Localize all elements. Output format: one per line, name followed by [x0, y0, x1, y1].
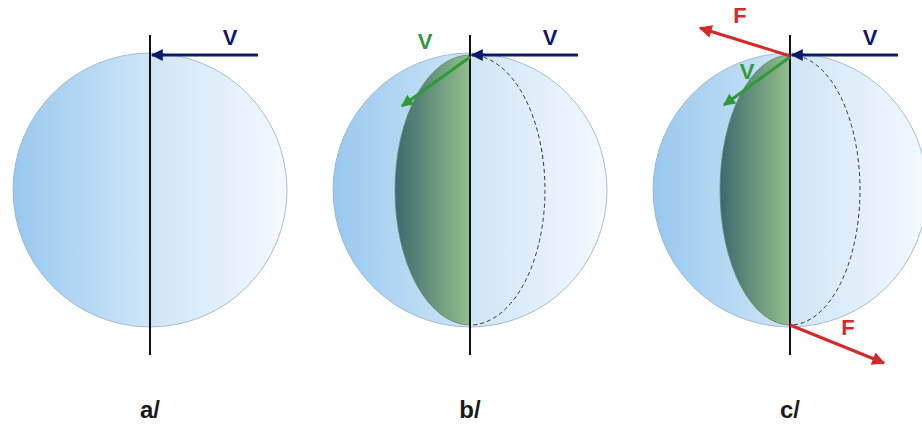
rotation-axis: [149, 35, 151, 355]
velocity-arrow: [472, 54, 578, 57]
rotation-axis: [469, 35, 471, 355]
force-arrow: [790, 325, 884, 363]
sphere: [653, 53, 922, 327]
velocity-arrow: [402, 57, 470, 106]
force-label: F: [733, 5, 746, 27]
force-label: F: [841, 317, 854, 339]
velocity-arrow: [152, 54, 258, 57]
velocity-label: V: [543, 27, 558, 49]
original-plane: [790, 55, 860, 325]
panel-label: b/: [459, 398, 480, 422]
rotated-plane: [395, 55, 470, 325]
velocity-arrow: [724, 57, 790, 105]
force-arrow: [700, 28, 790, 56]
rotated-plane: [720, 55, 790, 325]
panel-label: c/: [780, 398, 800, 422]
velocity-label: V: [740, 61, 755, 83]
rotation-axis: [789, 35, 791, 355]
velocity-label: V: [418, 31, 433, 53]
original-plane: [470, 55, 545, 325]
velocity-label: V: [223, 27, 238, 49]
panel-label: a/: [140, 398, 160, 422]
velocity-arrow: [792, 54, 898, 57]
velocity-label: V: [863, 27, 878, 49]
